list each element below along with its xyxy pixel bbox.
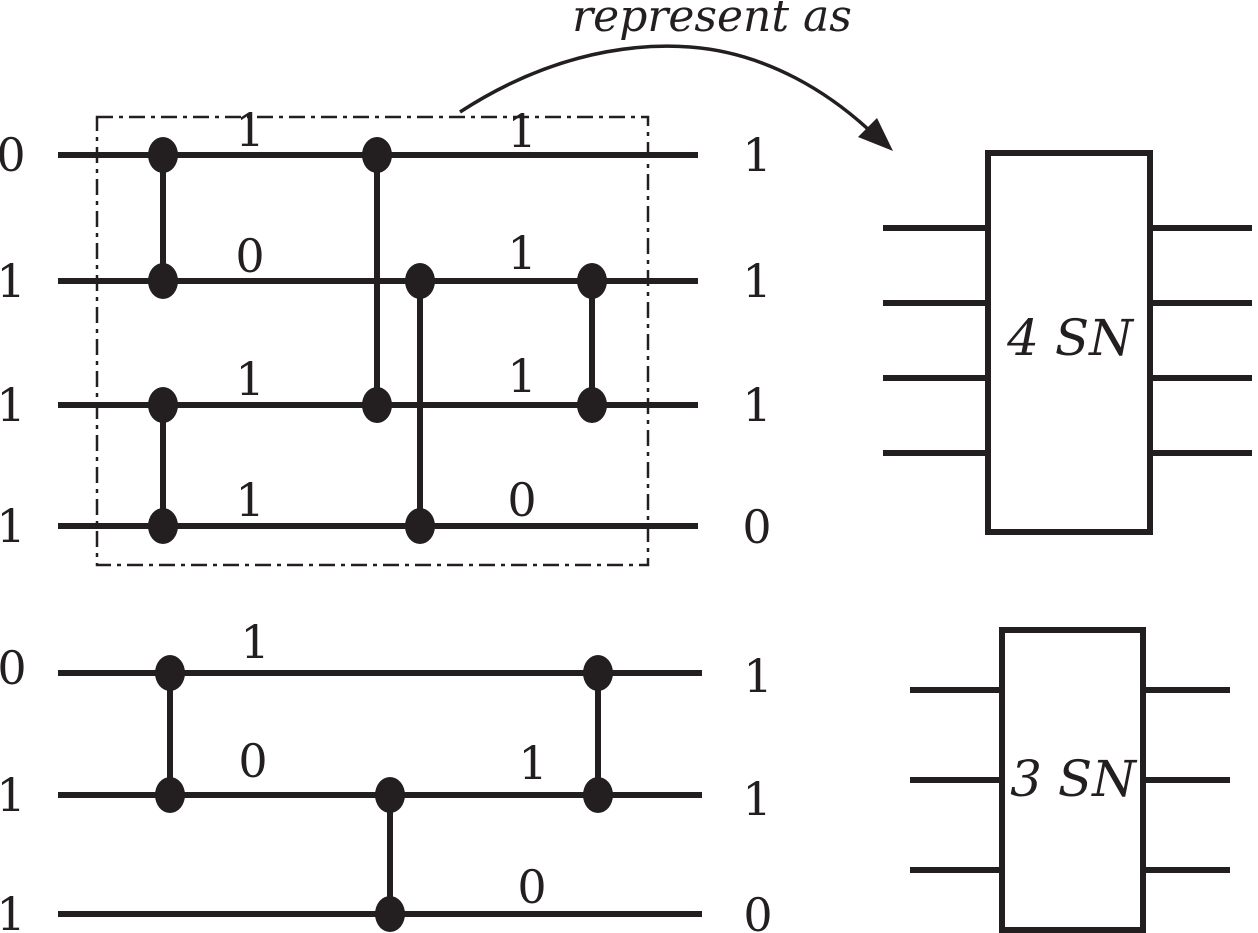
- top-output-label-4: 0: [742, 500, 772, 554]
- sn-block-4-box: [985, 150, 1153, 535]
- sn-block-4: [883, 150, 1252, 535]
- comparator-dot: [405, 263, 435, 299]
- top-stage1-label-1: 1: [235, 103, 265, 157]
- bottom-output-label-3: 0: [743, 888, 773, 933]
- top-input-label-3: 1: [0, 378, 26, 432]
- comparator-dot: [577, 387, 607, 423]
- comparator-dot: [155, 777, 185, 813]
- represent-as-arrow: [459, 44, 871, 132]
- top-stage1-label-2: 0: [235, 229, 265, 283]
- comparator-dot: [583, 777, 613, 813]
- comparator-dot: [148, 263, 178, 299]
- comparator-dot: [577, 263, 607, 299]
- comparator-dot: [155, 655, 185, 691]
- bottom-comparator-dots: [155, 655, 613, 932]
- bottom-stage2-label-2: 0: [517, 860, 547, 914]
- top-stage2-label-3: 1: [507, 349, 537, 403]
- arrowhead-icon: [858, 118, 893, 151]
- bottom-input-label-1: 0: [0, 641, 27, 695]
- dashed-selection-box: [95, 115, 650, 567]
- comparator-dot: [362, 137, 392, 173]
- sn-block-3: [910, 627, 1230, 933]
- bottom-input-label-3: 1: [0, 887, 26, 933]
- top-input-label-4: 1: [0, 499, 26, 553]
- represent-as-label: represent as: [572, 0, 852, 42]
- bottom-stage1-label-1: 1: [240, 615, 270, 669]
- comparator-dot: [148, 137, 178, 173]
- bottom-stage1-label-2: 0: [238, 734, 268, 788]
- comparator-dot: [148, 387, 178, 423]
- comparator-dot: [375, 896, 405, 932]
- bottom-output-label-2: 1: [742, 772, 772, 826]
- top-output-label-1: 1: [742, 128, 772, 182]
- top-stage1-label-4: 1: [235, 473, 265, 527]
- comparator-dot: [148, 508, 178, 544]
- top-stage2-label-1: 1: [507, 104, 537, 158]
- bottom-stage2-label-1: 1: [518, 736, 548, 790]
- top-output-label-2: 1: [742, 254, 772, 308]
- comparator-dot: [583, 655, 613, 691]
- sn-block-3-label: 3 SN: [1010, 750, 1136, 808]
- sn-block-4-label: 4 SN: [1007, 309, 1133, 367]
- top-output-label-3: 1: [742, 378, 772, 432]
- top-sorting-network: [58, 152, 698, 529]
- top-input-label-1: 0: [0, 128, 26, 182]
- bottom-input-label-2: 1: [0, 768, 26, 822]
- comparator-dot: [375, 777, 405, 813]
- bottom-output-label-1: 1: [743, 649, 773, 703]
- comparator-dot: [362, 387, 392, 423]
- top-input-label-2: 1: [0, 254, 26, 308]
- comparator-dot: [405, 508, 435, 544]
- top-stage1-label-3: 1: [235, 352, 265, 406]
- top-stage2-label-2: 1: [507, 226, 537, 280]
- top-comparator-dots: [148, 137, 607, 544]
- top-stage2-label-4: 0: [507, 473, 537, 527]
